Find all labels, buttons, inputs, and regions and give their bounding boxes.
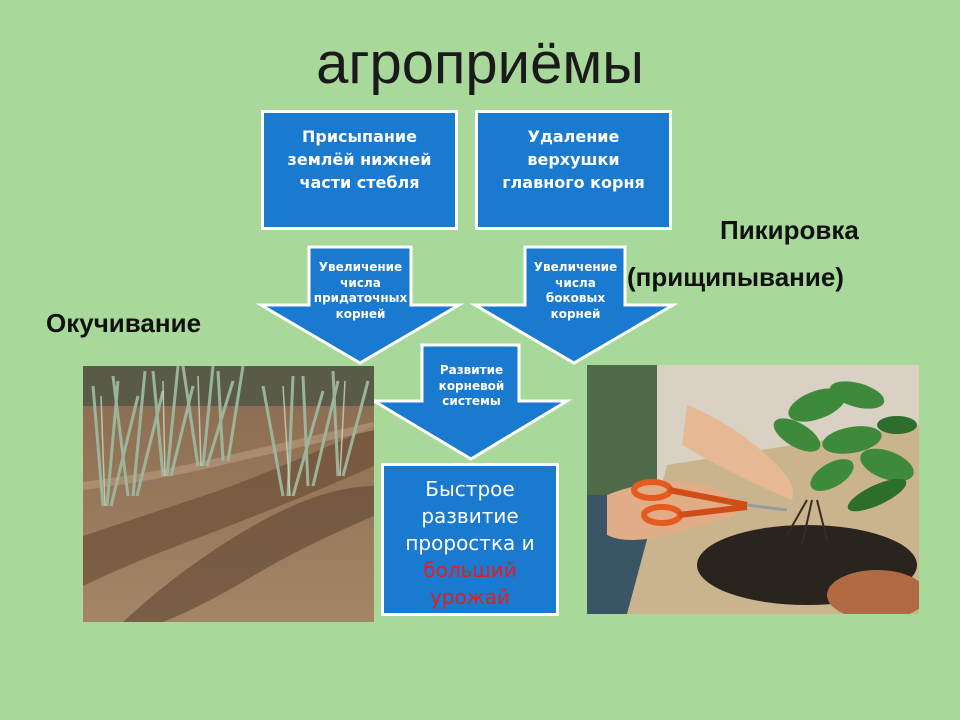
center-arrow-shape — [368, 343, 573, 461]
left-arrow-shape — [255, 245, 465, 365]
right-arrow-text: Увеличение числа боковых корней — [533, 260, 618, 321]
hilling-photo-image — [83, 366, 374, 622]
result-highlight-1: больший — [423, 558, 517, 582]
hilling-photo — [83, 366, 374, 622]
center-arrow — [368, 343, 573, 461]
pinching-label: Пикировка — [720, 215, 859, 245]
hilling-label: Окучивание — [46, 308, 202, 338]
pinching-photo — [587, 365, 919, 614]
hilling-technique-box: Присыпание землёй нижней части стебля — [261, 110, 458, 230]
right-arrow — [469, 245, 679, 365]
scissors-icon — [631, 479, 788, 526]
left-arrow-text: Увеличение числа придаточных корней — [313, 260, 408, 321]
result-box: Быстрое развитие проростка и больший уро… — [381, 463, 559, 616]
result-highlight-2: урожай — [429, 585, 511, 609]
pinching-technique-box: Удаление верхушки главного корня — [475, 110, 672, 230]
pinching-photo-image — [587, 365, 919, 614]
center-arrow-text: Развитие корневой системы — [438, 363, 505, 409]
left-arrow — [255, 245, 465, 365]
page-title: агроприёмы — [316, 31, 644, 96]
pinching-technique-text: Удаление верхушки главного корня — [502, 127, 645, 193]
result-text: Быстрое развитие проростка и — [405, 477, 535, 555]
pinching-label-sub: (прищипывание) — [627, 262, 844, 292]
hilling-technique-text: Присыпание землёй нижней части стебля — [287, 127, 432, 193]
right-arrow-shape — [469, 245, 679, 365]
